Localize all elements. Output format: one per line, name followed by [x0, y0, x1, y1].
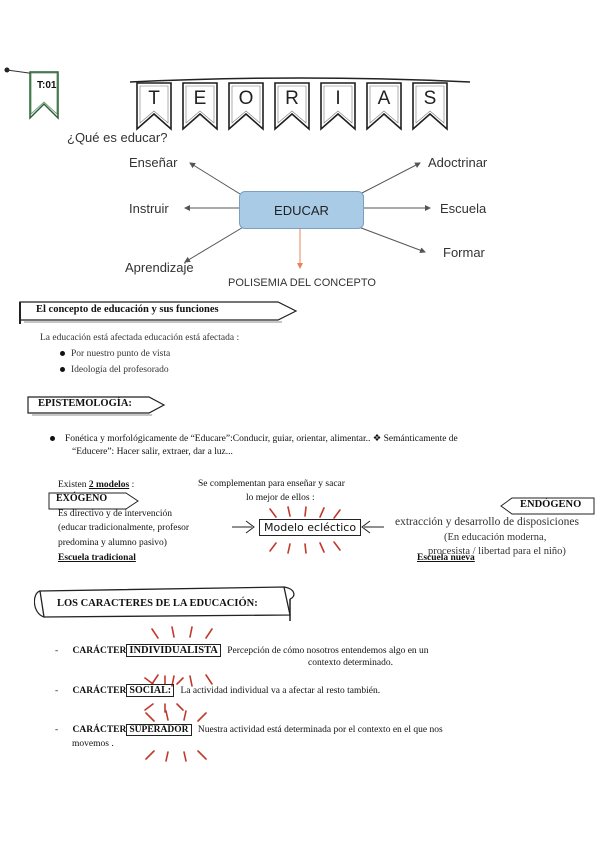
- bullet-text: Ideología del profesorado: [71, 365, 169, 375]
- exogeno-desc-2: (educar tradicionalmente, profesor: [58, 523, 189, 533]
- models-intro-suffix: :: [129, 480, 134, 490]
- exogeno-desc-1: Es directivo y de intervención: [58, 509, 172, 519]
- bullet-text: Por nuestro punto de vista: [71, 349, 170, 359]
- diagram-item-aprendizaje: Aprendizaje: [125, 260, 194, 275]
- dash-marker: -: [55, 646, 58, 656]
- caracter-prefix: CARÁCTER: [73, 686, 127, 696]
- caracter-desc-2: contexto determinado.: [308, 658, 393, 668]
- exogeno-school: Escuela tradicional: [58, 553, 136, 563]
- models-complement-2: lo mejor de ellos :: [246, 493, 315, 503]
- diagram-item-formar: Formar: [443, 245, 485, 260]
- diagram-item-adoctrinar: Adoctrinar: [428, 155, 487, 170]
- dash-marker: -: [55, 725, 58, 735]
- caracter-prefix: CARÁCTER: [73, 725, 127, 735]
- caracter-desc: Percepción de cómo nosotros entendemos a…: [227, 646, 428, 656]
- section1-bullet: Ideología del profesorado: [60, 365, 169, 375]
- epistemology-text-1: Fonética y morfológicamente de “Educare”…: [65, 434, 458, 444]
- diagram-arrows: [0, 0, 600, 300]
- models-complement-1: Se complementan para enseñar y sacar: [198, 479, 345, 489]
- section2-line1: Fonética y morfológicamente de “Educare”…: [56, 433, 458, 444]
- diagram-item-ensenar: Enseñar: [129, 155, 177, 170]
- endogeno-label: ENDÓGENO: [520, 499, 581, 510]
- eclectic-model-box: Modelo ecléctico: [259, 519, 361, 536]
- section3-heading: LOS CARACTERES DE LA EDUCACIÓN:: [57, 598, 258, 609]
- rays-superador: [128, 710, 228, 762]
- educar-center-box: EDUCAR: [239, 191, 364, 229]
- caracter-keyword: SOCIAL:: [126, 684, 174, 697]
- exogeno-desc-3: predomina y alumno pasivo): [58, 538, 167, 548]
- bullet-icon: [60, 367, 65, 372]
- models-count: 2 modelos: [89, 480, 129, 490]
- caracter-keyword: INDIVIDUALISTA: [126, 644, 221, 657]
- endogeno-school: Escuela nueva: [417, 553, 475, 563]
- diagram-item-escuela: Escuela: [440, 201, 486, 216]
- dash-marker: -: [55, 686, 58, 696]
- caracter-keyword: SUPERADOR: [126, 724, 191, 736]
- endogeno-desc-1: extracción y desarrollo de disposiciones: [395, 516, 579, 528]
- caracter-desc: La actividad individual va a afectar al …: [180, 686, 380, 696]
- exogeno-label: EXÓGENO: [56, 493, 107, 504]
- endogeno-desc-2: (En educación moderna,: [444, 532, 546, 543]
- diagram-item-instruir: Instruir: [129, 201, 169, 216]
- models-intro-prefix: Existen: [58, 480, 89, 490]
- caracter-desc-2: movemos .: [72, 739, 114, 749]
- section2-heading: EPISTEMOLOGÍA:: [38, 398, 132, 409]
- section1-intro: La educación está afectada educación est…: [40, 333, 239, 343]
- section2-line2: “Educere”: Hacer salir, extraer, dar a l…: [72, 447, 233, 457]
- bullet-icon: [50, 436, 55, 441]
- section1-bullet: Por nuestro punto de vista: [60, 349, 170, 359]
- caracter-desc: Nuestra actividad está determinada por e…: [198, 725, 443, 735]
- models-intro: Existen 2 modelos :: [58, 480, 134, 490]
- bullet-icon: [60, 351, 65, 356]
- section1-heading: El concepto de educación y sus funciones: [36, 304, 219, 315]
- diagram-caption: POLISEMIA DEL CONCEPTO: [228, 277, 376, 289]
- caracter-prefix: CARÁCTER: [73, 646, 127, 656]
